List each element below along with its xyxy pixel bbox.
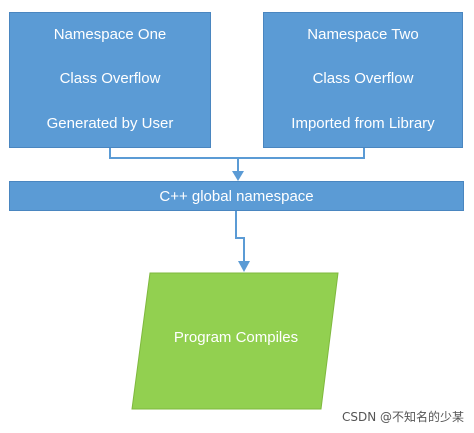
connector-namespace-two [238, 148, 365, 159]
namespace-two-origin: Imported from Library [291, 115, 435, 132]
outcome-parallelogram [131, 272, 339, 410]
global-namespace-label: C++ global namespace [159, 187, 314, 205]
connector-namespace-one [109, 148, 239, 172]
namespace-two-class: Class Overflow [312, 70, 414, 87]
watermark-text: CSDN @不知名的少某 [341, 410, 464, 424]
namespace-one-title: Namespace One [53, 26, 167, 43]
namespace-two-box: Namespace Two Class Overflow Imported fr… [263, 12, 463, 148]
namespace-one-class: Class Overflow [59, 70, 161, 87]
arrowhead-to-global [232, 171, 244, 181]
connector-global-to-outcome [235, 211, 245, 262]
global-namespace-bar: C++ global namespace [9, 181, 464, 211]
outcome-label: Program Compiles [173, 329, 299, 346]
namespace-one-box: Namespace One Class Overflow Generated b… [9, 12, 211, 148]
namespace-two-title: Namespace Two [307, 26, 419, 43]
arrowhead-to-outcome [238, 261, 250, 272]
namespace-one-origin: Generated by User [46, 115, 174, 132]
